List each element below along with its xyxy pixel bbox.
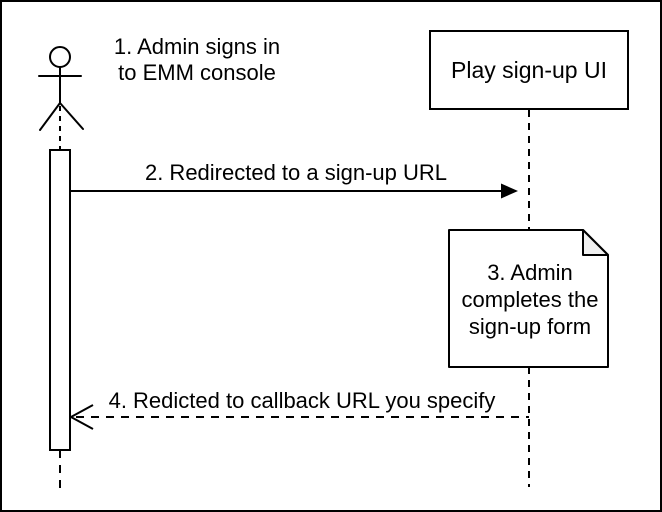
- actor-head: [49, 46, 71, 68]
- message-2-arrowhead-icon: [501, 183, 518, 199]
- note-fold-corner-icon: [582, 229, 609, 256]
- message-4-label: 4. Redicted to callback URL you specify: [108, 388, 496, 413]
- actor-leg-left: [39, 102, 61, 131]
- actor-person-icon: [38, 46, 84, 131]
- message-2-label: 2. Redirected to a sign-up URL: [144, 160, 448, 185]
- note-body: [448, 229, 609, 368]
- participant-play-signup-ui: Play sign-up UI: [429, 30, 629, 110]
- note-step-3-label: 3. Admin completes the sign-up form: [461, 260, 599, 339]
- message-4-arrow: [68, 404, 529, 430]
- annotation-step-1: 1. Admin signs in to EMM console: [113, 34, 281, 85]
- message-4-open-arrowhead-icon: [68, 404, 94, 430]
- activation-bar: [49, 149, 71, 451]
- participant-label: Play sign-up UI: [451, 56, 607, 83]
- actor-leg-right: [59, 102, 84, 130]
- message-2-arrow: [70, 183, 518, 199]
- note-shape: [448, 229, 609, 368]
